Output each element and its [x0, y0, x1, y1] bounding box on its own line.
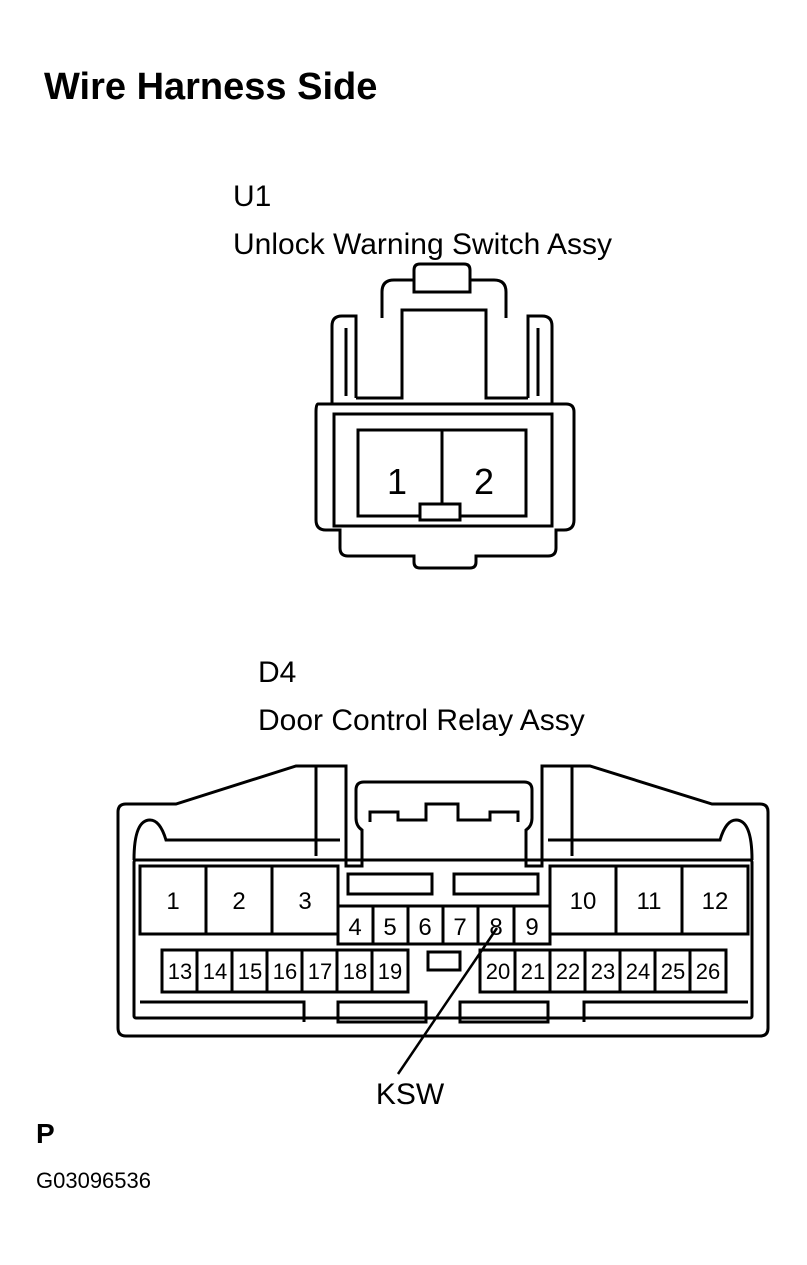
d4-pin-label: 17: [308, 959, 332, 984]
d4-pin-label: 7: [453, 914, 466, 941]
d4-pin-8-label: 8: [489, 914, 502, 941]
d4-connector-code: D4: [258, 656, 297, 689]
d4-connector: [116, 764, 770, 1075]
d4-pin-label: 26: [696, 959, 720, 984]
d4-pin-label: 1: [166, 888, 179, 915]
d4-pin-label: 10: [570, 888, 597, 915]
d4-pin-label: 3: [298, 888, 311, 915]
u1-connector-name: Unlock Warning Switch Assy: [233, 228, 613, 261]
d4-pin-label: 23: [591, 959, 615, 984]
d4-pin-label: 18: [343, 959, 367, 984]
d4-pin-label: 9: [525, 914, 538, 941]
d4-pin-label: 25: [661, 959, 685, 984]
d4-pin-label: 6: [418, 914, 431, 941]
d4-pin-label: 24: [626, 959, 650, 984]
u1-connector: [314, 262, 576, 570]
d4-pin-label: 12: [702, 888, 729, 915]
d4-pin-label: 16: [273, 959, 297, 984]
u1-pin-1: 1: [387, 461, 407, 502]
d4-pin-label: 13: [168, 959, 192, 984]
u1-connector-code: U1: [233, 180, 272, 213]
d4-pin-label: 11: [637, 888, 662, 915]
d4-pin-label: 15: [238, 959, 262, 984]
footer-letter: P: [36, 1118, 55, 1149]
d4-connector-name: Door Control Relay Assy: [258, 704, 585, 737]
u1-pin-2: 2: [474, 461, 494, 502]
d4-pin-label: 4: [348, 914, 361, 941]
figure-code: G03096536: [36, 1168, 151, 1193]
d4-pin-label: 20: [486, 959, 510, 984]
d4-pin-label: 2: [232, 888, 245, 915]
d4-pin-label: 19: [378, 959, 402, 984]
d4-pin-label: 14: [203, 959, 227, 984]
ksw-callout-label: KSW: [376, 1078, 445, 1111]
d4-pin-label: 21: [521, 959, 545, 984]
d4-pin-label: 5: [383, 914, 396, 941]
page-title: Wire Harness Side: [44, 66, 378, 108]
d4-pin-label: 22: [556, 959, 580, 984]
